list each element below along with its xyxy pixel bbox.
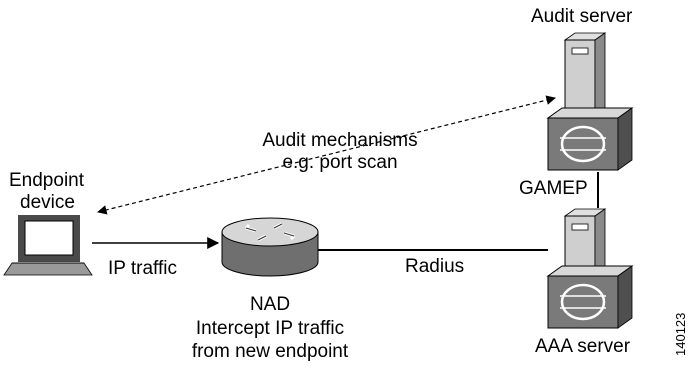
radius-label: Radius — [405, 256, 465, 277]
figure-id: 140123 — [673, 312, 688, 356]
nad-desc-line2: from new endpoint — [191, 341, 349, 362]
audit-server-icon — [546, 32, 634, 171]
aaa-server-icon — [546, 208, 634, 329]
audit-mechanisms-label: Audit mechanisms — [262, 130, 418, 151]
audit-server-label: Audit server — [531, 6, 633, 27]
gamep-label: GAMEP — [519, 178, 588, 199]
port-scan-label: e.g. port scan — [282, 152, 398, 173]
nad-desc-line1: Intercept IP traffic — [195, 318, 345, 339]
audit-dashed-link — [97, 95, 556, 215]
router-icon — [221, 217, 319, 277]
endpoint-label: Endpoint — [9, 170, 85, 191]
device-label: device — [20, 192, 75, 213]
laptop-icon — [3, 215, 93, 276]
nad-label: NAD — [249, 294, 291, 315]
ip-traffic-label: IP traffic — [108, 258, 177, 279]
aaa-server-label: AAA server — [535, 336, 631, 357]
